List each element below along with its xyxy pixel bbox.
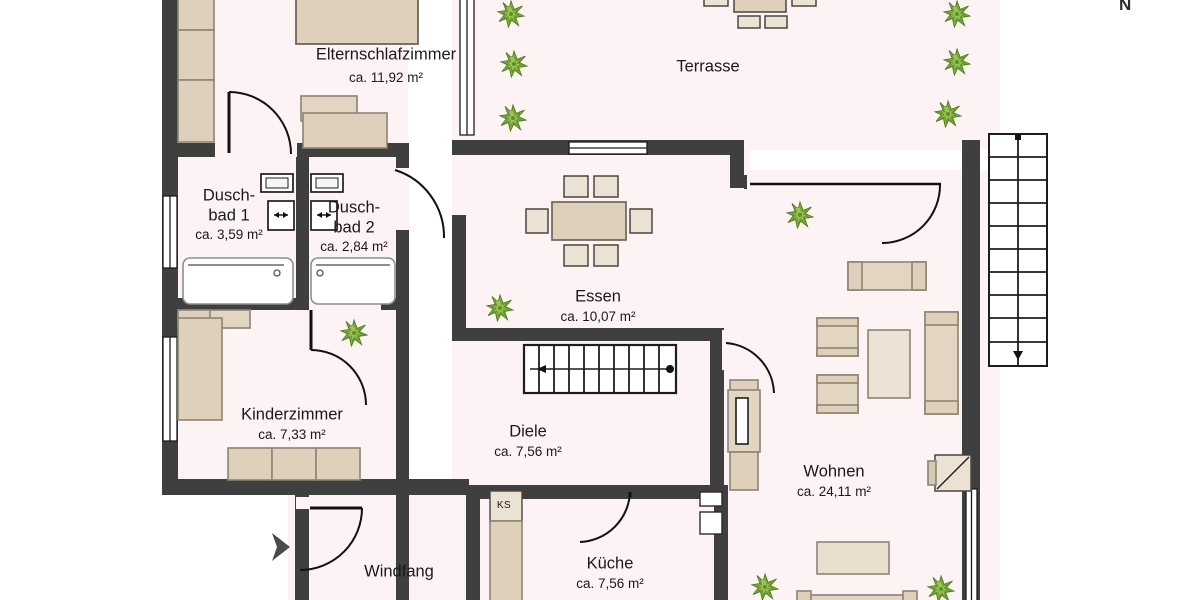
bathroom-fixtures (182, 173, 396, 305)
door-swings (227, 91, 942, 571)
windows (162, 0, 978, 600)
furniture (177, 0, 972, 600)
compass-north-label: N (1119, 0, 1132, 14)
exterior-staircase (988, 133, 1048, 367)
entrance-arrow-icon (272, 533, 290, 561)
interior-staircase (522, 343, 678, 395)
terrace-furniture (703, 0, 817, 29)
